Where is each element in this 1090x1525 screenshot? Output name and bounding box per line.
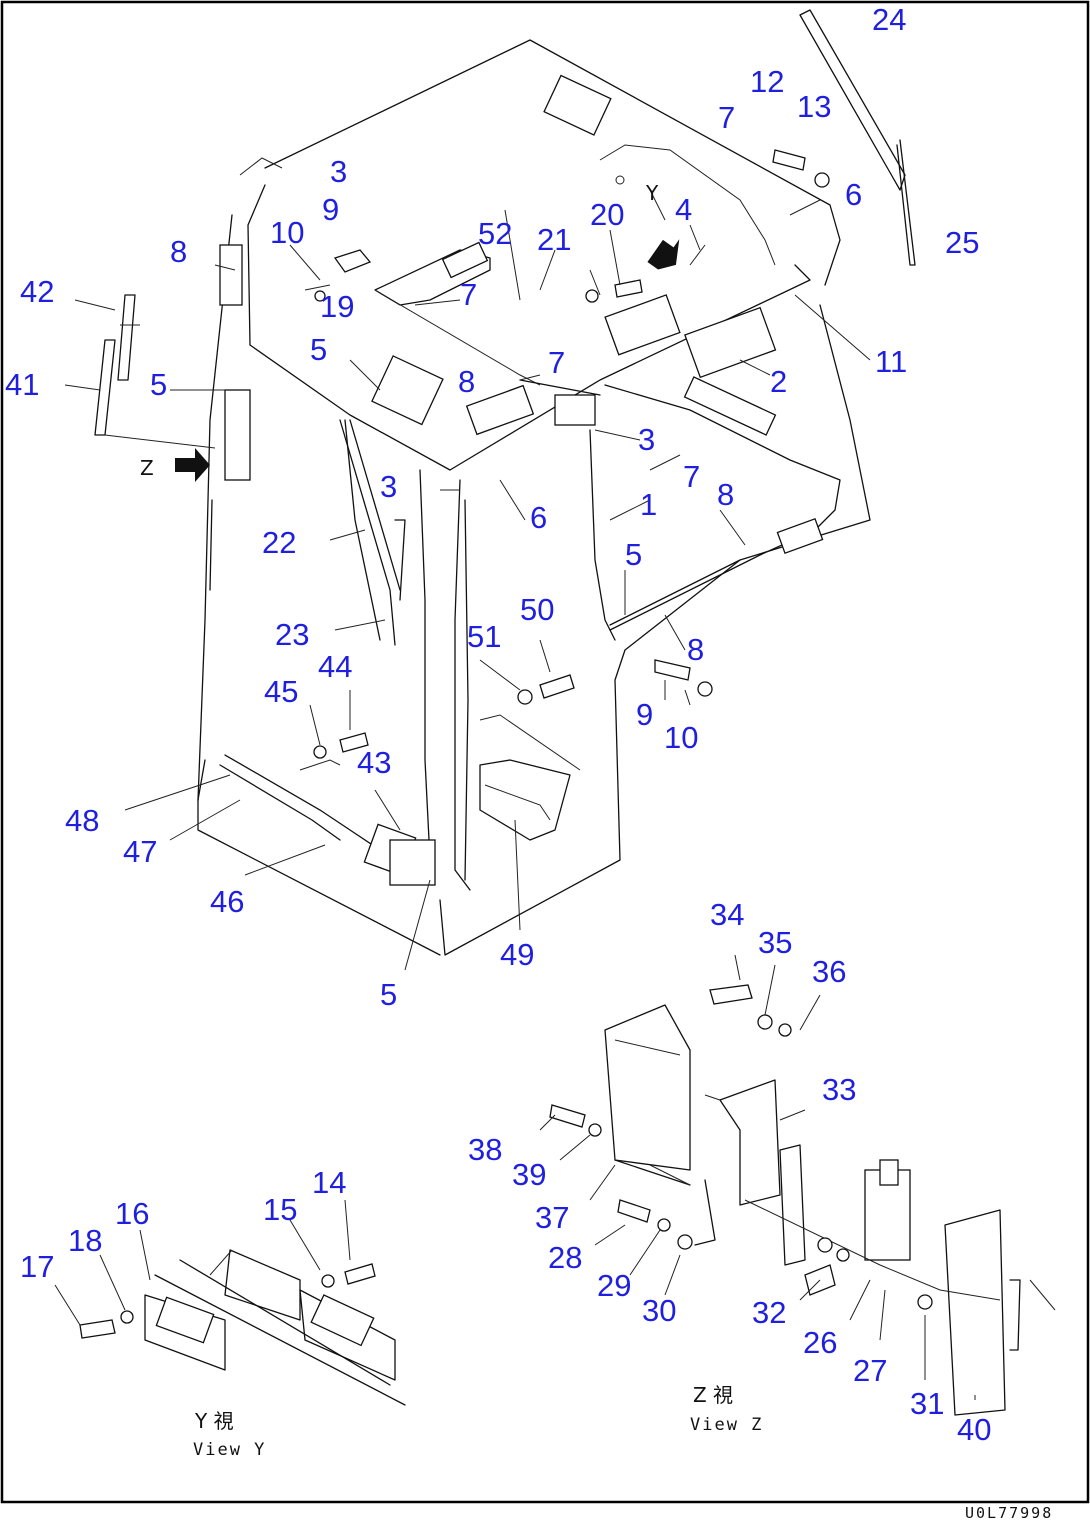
view-y-detail (54, 1199, 406, 1406)
callout-42: 42 (20, 274, 54, 309)
view-z-detail (539, 954, 1056, 1416)
callout-41: 41 (5, 367, 39, 402)
callout-46: 46 (210, 884, 244, 919)
callout-13: 13 (797, 89, 831, 124)
callout-52: 52 (478, 216, 512, 251)
callout-9-a: 9 (322, 192, 339, 227)
callout-3-a: 3 (330, 154, 347, 189)
callout-29: 29 (597, 1268, 631, 1303)
callout-38: 38 (468, 1132, 502, 1167)
callout-28: 28 (548, 1240, 582, 1275)
callout-32: 32 (752, 1295, 786, 1330)
callout-15: 15 (263, 1192, 297, 1227)
view-y-caption-jp: Y 視 (194, 1409, 234, 1433)
callout-8-a: 8 (170, 234, 187, 269)
callout-40: 40 (957, 1412, 991, 1447)
callout-31: 31 (910, 1386, 944, 1421)
callout-44: 44 (318, 649, 352, 684)
callout-10-b: 10 (664, 720, 698, 755)
callout-22: 22 (262, 525, 296, 560)
callout-9-b: 9 (636, 697, 653, 732)
callout-5-c: 5 (625, 537, 642, 572)
callout-35: 35 (758, 925, 792, 960)
view-z-marker: Z (140, 456, 154, 480)
callout-34: 34 (710, 897, 744, 932)
callout-10-a: 10 (270, 215, 304, 250)
callout-5-d: 5 (380, 977, 397, 1012)
callout-12: 12 (750, 64, 784, 99)
callout-26: 26 (803, 1325, 837, 1360)
callout-21: 21 (537, 222, 571, 257)
callout-36: 36 (812, 954, 846, 989)
callout-3-c: 3 (380, 469, 397, 504)
callout-labels: 1 2 3 3 3 3 4 5 5 5 5 5 5 6 6 7 7 7 7 7 … (5, 2, 991, 1447)
callout-37: 37 (535, 1200, 569, 1235)
callout-7-d: 7 (683, 459, 700, 494)
callout-17: 17 (20, 1249, 54, 1284)
callout-5-a: 5 (310, 332, 327, 367)
callout-43: 43 (357, 745, 391, 780)
callout-39: 39 (512, 1157, 546, 1192)
view-z-caption-jp: Z 視 (693, 1383, 733, 1407)
callout-25: 25 (945, 225, 979, 260)
callout-20: 20 (590, 197, 624, 232)
callout-23: 23 (275, 617, 309, 652)
view-z-arrow-icon (175, 448, 210, 482)
cab-body (64, 9, 916, 971)
callout-49: 49 (500, 937, 534, 972)
callout-4: 4 (675, 192, 692, 227)
callout-7-b: 7 (460, 277, 477, 312)
callout-7-c: 7 (548, 345, 565, 380)
callout-50: 50 (520, 592, 554, 627)
callout-16: 16 (115, 1196, 149, 1231)
callout-48: 48 (65, 803, 99, 838)
callout-7-a: 7 (718, 100, 735, 135)
view-captions: Y 視 View Y Z 視 View Z (193, 1383, 763, 1460)
callout-45: 45 (264, 674, 298, 709)
callout-8-b: 8 (458, 364, 475, 399)
callout-47: 47 (123, 834, 157, 869)
callout-11: 11 (875, 344, 907, 379)
view-y-arrow-icon (647, 239, 680, 270)
callout-24: 24 (872, 2, 906, 37)
view-markers: Y Z (140, 181, 659, 480)
drawing-code: U0L77998 (965, 1504, 1053, 1522)
callout-27: 27 (853, 1353, 887, 1388)
view-z-caption-en: View Z (690, 1415, 763, 1435)
callout-8-c: 8 (717, 477, 734, 512)
callout-5-b: 5 (150, 367, 167, 402)
callout-6-a: 6 (845, 177, 862, 212)
callout-19: 19 (320, 289, 354, 324)
callout-30: 30 (642, 1293, 676, 1328)
callout-51: 51 (467, 619, 501, 654)
callout-3-b: 3 (638, 422, 655, 457)
callout-2: 2 (770, 364, 787, 399)
callout-18: 18 (68, 1223, 102, 1258)
view-y-marker: Y (645, 181, 659, 205)
callout-14: 14 (312, 1165, 346, 1200)
callout-1: 1 (640, 487, 657, 522)
view-y-caption-en: View Y (193, 1440, 266, 1460)
callout-6-b: 6 (530, 500, 547, 535)
callout-33: 33 (822, 1072, 856, 1107)
callout-8-d: 8 (687, 632, 704, 667)
